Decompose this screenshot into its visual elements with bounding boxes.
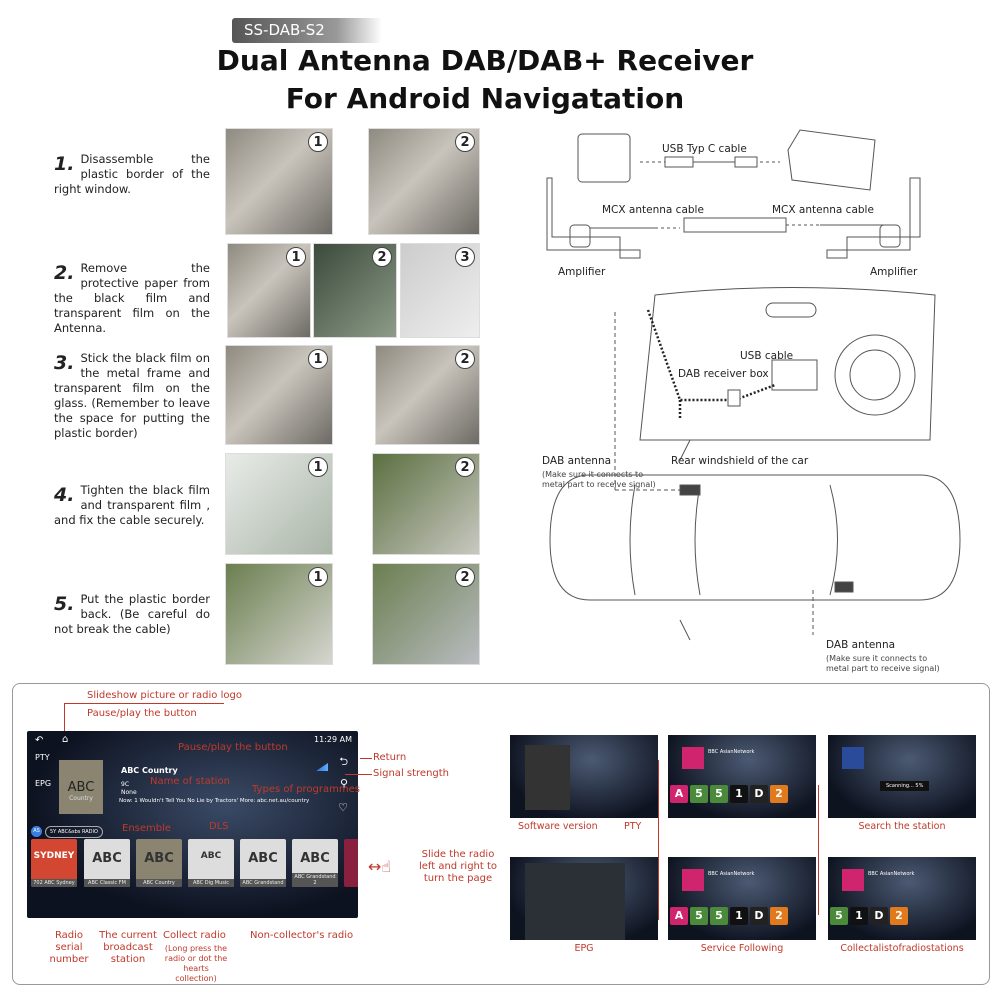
step-photo: 1: [225, 563, 333, 665]
receiver-bar: [683, 217, 787, 233]
ann-return: Return: [373, 752, 407, 763]
ann-ensemble: Ensemble: [122, 823, 172, 834]
ann-slide: Slide the radio left and right to turn t…: [418, 849, 498, 884]
page-title: Dual Antenna DAB/DAB+ Receiver: [216, 44, 754, 77]
step-photo: 2: [368, 128, 480, 235]
step-photo: 2: [372, 453, 480, 555]
ann-slideshow: Slideshow picture or radio logo: [87, 690, 242, 701]
label-amplifier-left: Amplifier: [558, 266, 606, 278]
label-mcx-right: MCX antenna cable: [772, 204, 874, 216]
status-time: 11:29 AM: [314, 735, 352, 744]
step-photo: 1: [227, 243, 311, 338]
back-icon[interactable]: ↶: [35, 735, 44, 746]
swipe-hand-icon: ↔☝: [368, 857, 392, 876]
label-usb-typec: USB Typ C cable: [662, 143, 747, 155]
heart-icon[interactable]: ♡: [338, 801, 348, 814]
label-dab-antenna-1: DAB antenna: [542, 455, 612, 467]
amplifier-right: [879, 224, 901, 248]
ann-name: Name of station: [150, 776, 230, 787]
windshield-outline: [639, 287, 936, 441]
label-receiver-box: DAB receiver box: [678, 368, 769, 380]
station-pty: None: [121, 789, 137, 796]
ensemble-chip[interactable]: 5Y ABC&sbs RADIO: [45, 826, 103, 838]
caption-collect-list: Collectalistofradiostations: [840, 943, 964, 954]
label-amplifier-right: Amplifier: [870, 266, 918, 278]
step-4: 4.Tighten the black film and transparent…: [54, 483, 210, 527]
station-name: ABC Country: [121, 766, 178, 775]
dab-box-icon: [577, 133, 631, 183]
label-mcx-left: MCX antenna cable: [602, 204, 704, 216]
car-top-view: [549, 474, 961, 601]
page-subtitle: For Android Navigatation: [285, 82, 685, 115]
ann-noncollect: Non-collector's radio: [250, 930, 354, 941]
step-3: 3.Stick the black film on the metal fram…: [54, 351, 210, 440]
step-photo: 2: [372, 563, 480, 665]
step-photo: 1: [225, 453, 333, 555]
screen-search: Scanning... 5%: [828, 735, 976, 818]
ann-pause-1: Pause/play the button: [87, 708, 197, 719]
dab-receiver-box: [727, 389, 741, 407]
label-usb-cable: USB cable: [740, 350, 794, 362]
ann-current: The current broadcast station: [99, 930, 157, 965]
ann-dls: DLS: [209, 821, 229, 832]
model-tag: SS-DAB-S2: [232, 18, 382, 43]
label-rear-windshield: Rear windshield of the car: [671, 455, 809, 467]
return-icon[interactable]: ⮌: [339, 755, 348, 768]
ann-signal: Signal strength: [373, 768, 450, 779]
pty-button[interactable]: PTY: [35, 753, 50, 762]
step-photo: 2: [313, 243, 397, 338]
label-dab-antenna-2: DAB antenna: [826, 639, 896, 651]
note-dab-antenna-1: (Make sure it connects to metal part to …: [542, 470, 656, 489]
ann-pause-2: Pause/play the button: [178, 742, 288, 753]
note-dab-antenna-2: (Make sure it connects to metal part to …: [826, 654, 940, 673]
caption-service-following: Service Following: [700, 943, 784, 954]
signal-strength-icon: [316, 763, 328, 771]
ann-serial: Radio serial number: [49, 930, 89, 965]
step-photo: 1: [225, 345, 333, 445]
ann-types: Types of programmes: [252, 784, 360, 795]
epg-button[interactable]: EPG: [35, 779, 52, 788]
head-unit-icon: [787, 129, 876, 191]
caption-pty: PTY: [624, 821, 642, 832]
step-photo: 2: [375, 345, 480, 445]
feature-panel: [12, 683, 990, 985]
caption-search: Search the station: [858, 821, 946, 832]
step-1: 1.Disassemble the plastic border of the …: [54, 152, 210, 196]
step-2: 2.Remove the protective paper from the b…: [54, 261, 210, 335]
amplifier-left: [569, 224, 591, 248]
installation-diagram: [546, 129, 961, 641]
caption-epg: EPG: [574, 943, 594, 954]
ann-collect-note: (Long press the radio or dot the hearts …: [164, 944, 228, 983]
search-icon[interactable]: ⚲: [339, 777, 348, 790]
ann-collect: Collect radio: [163, 930, 226, 941]
dls-text: Now: 1 Wouldn't Tell You No Lie by Tract…: [119, 798, 310, 804]
screen-epg: [510, 857, 658, 940]
caption-software-version: Software version: [518, 821, 598, 832]
station-card[interactable]: [344, 839, 358, 887]
ensemble-badge: AS: [31, 826, 42, 837]
station-code: 9C: [121, 781, 130, 788]
step-5: 5.Put the plastic border back. (Be caref…: [54, 592, 210, 636]
step-photo: 3: [400, 243, 480, 338]
home-icon[interactable]: ⌂: [62, 734, 69, 745]
screen-software-version: [510, 735, 658, 818]
step-photo: 1: [225, 128, 333, 235]
